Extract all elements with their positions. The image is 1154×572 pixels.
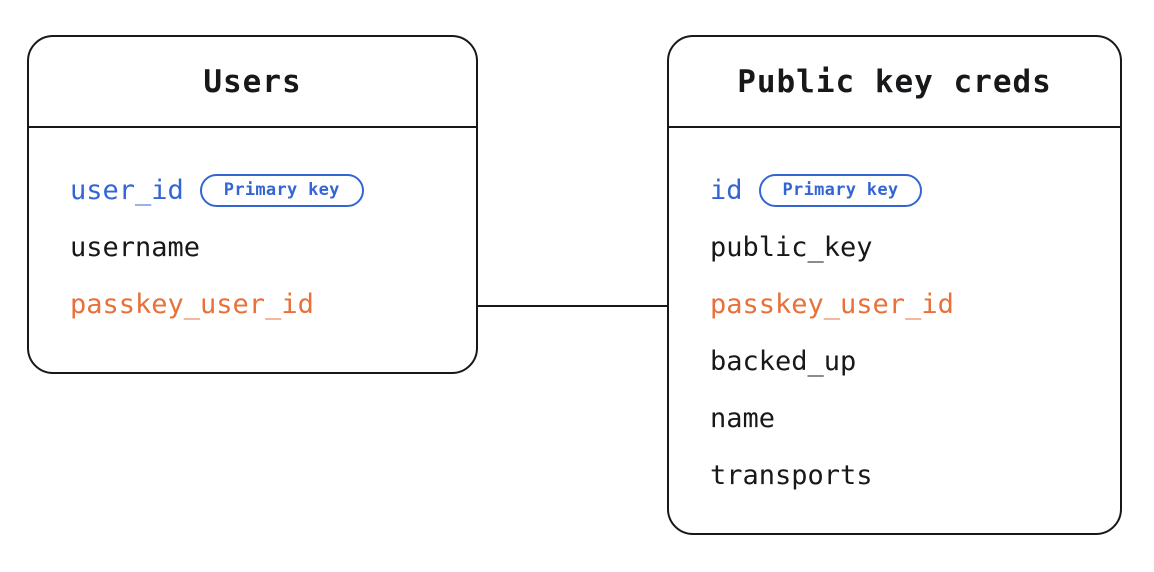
field-row[interactable]: transports [710,447,1120,504]
field-row[interactable]: name [710,390,1120,447]
entity-header-users: Users [29,37,476,128]
field-name: passkey_user_id [70,289,314,320]
field-row[interactable]: passkey_user_id [70,276,476,333]
field-row[interactable]: user_id Primary key [70,162,476,219]
primary-key-badge-label: Primary key [223,180,340,200]
field-name: id [710,175,743,206]
entity-title: Public key creds [737,63,1052,100]
entity-header-public-key-creds: Public key creds [669,37,1120,128]
primary-key-badge-label: Primary key [782,180,899,200]
field-row[interactable]: passkey_user_id [710,276,1120,333]
entity-field-list: user_id Primary key username passkey_user_i… [29,128,476,333]
field-name: passkey_user_id [710,289,954,320]
field-row[interactable]: backed_up [710,333,1120,390]
entity-users[interactable]: Users user_id Primary key username passkey_u… [27,35,478,374]
field-name: name [710,403,776,434]
field-name: transports [710,460,873,491]
field-name: user_id [70,175,184,206]
relationship-connector-users-to-creds [478,305,667,307]
field-name: username [70,232,201,263]
entity-title: Users [203,63,302,100]
primary-key-badge: Primary key [758,174,923,207]
field-name: backed_up [710,346,857,377]
field-row[interactable]: username [70,219,476,276]
field-row[interactable]: id Primary key [710,162,1120,219]
field-name: public_key [710,232,873,263]
primary-key-badge: Primary key [199,174,364,207]
field-row[interactable]: public_key [710,219,1120,276]
